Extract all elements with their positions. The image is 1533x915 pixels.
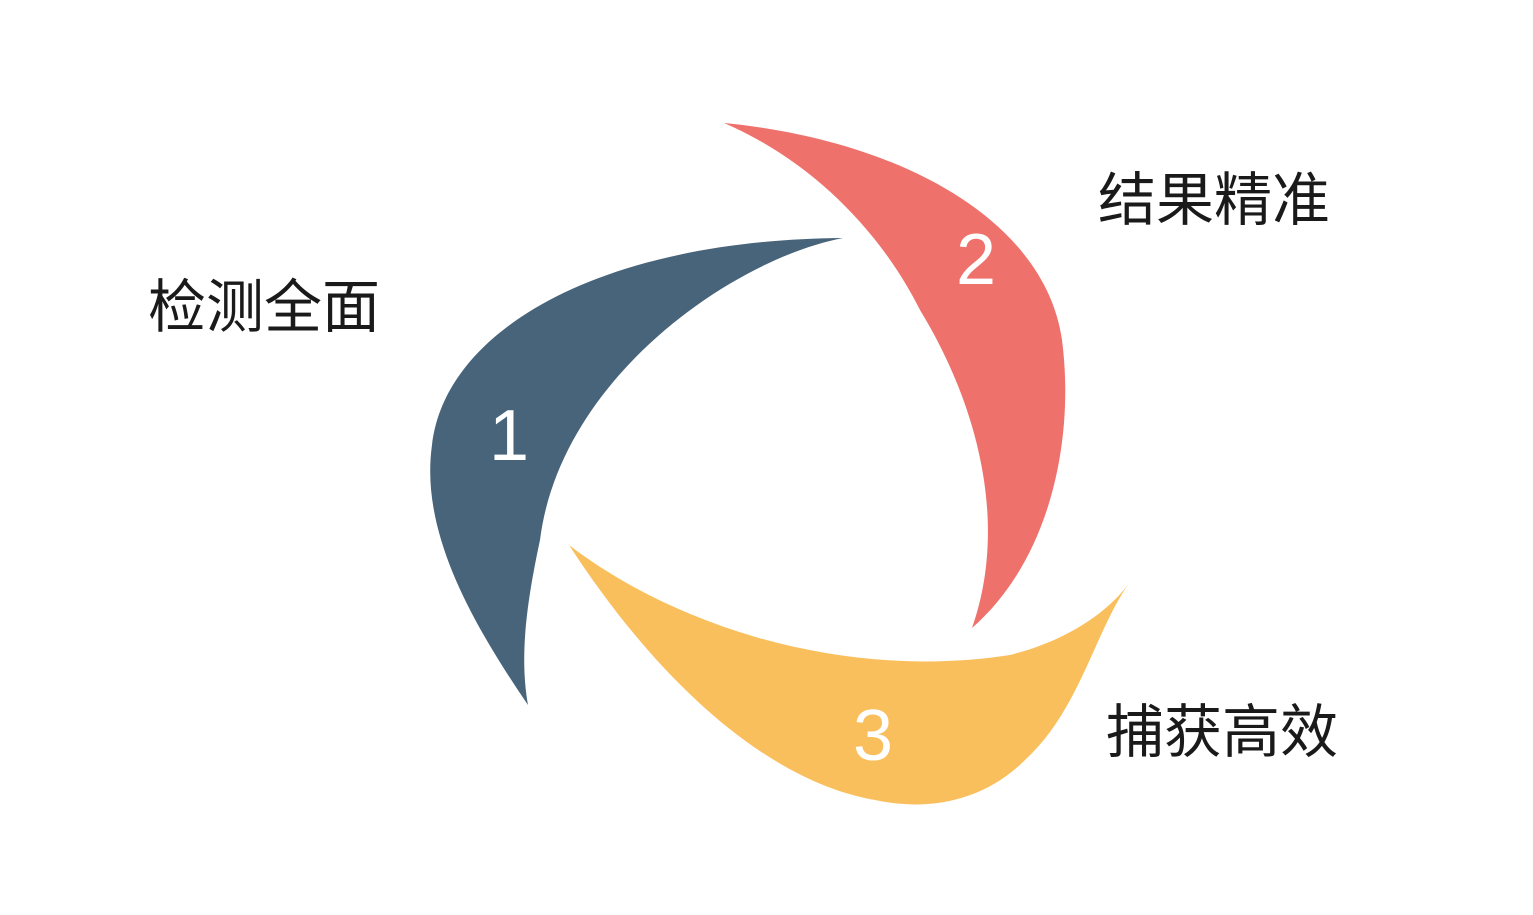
petal-3: [569, 545, 1130, 805]
petal-1-number: 1: [489, 396, 529, 476]
petal-1: [430, 238, 843, 705]
caption-1: 检测全面: [148, 273, 380, 341]
caption-2: 结果精准: [1098, 166, 1330, 234]
petal-2-number: 2: [956, 220, 996, 300]
petal-3-number: 3: [853, 696, 893, 776]
caption-3: 捕获高效: [1106, 698, 1338, 766]
petal-2: [724, 123, 1066, 628]
